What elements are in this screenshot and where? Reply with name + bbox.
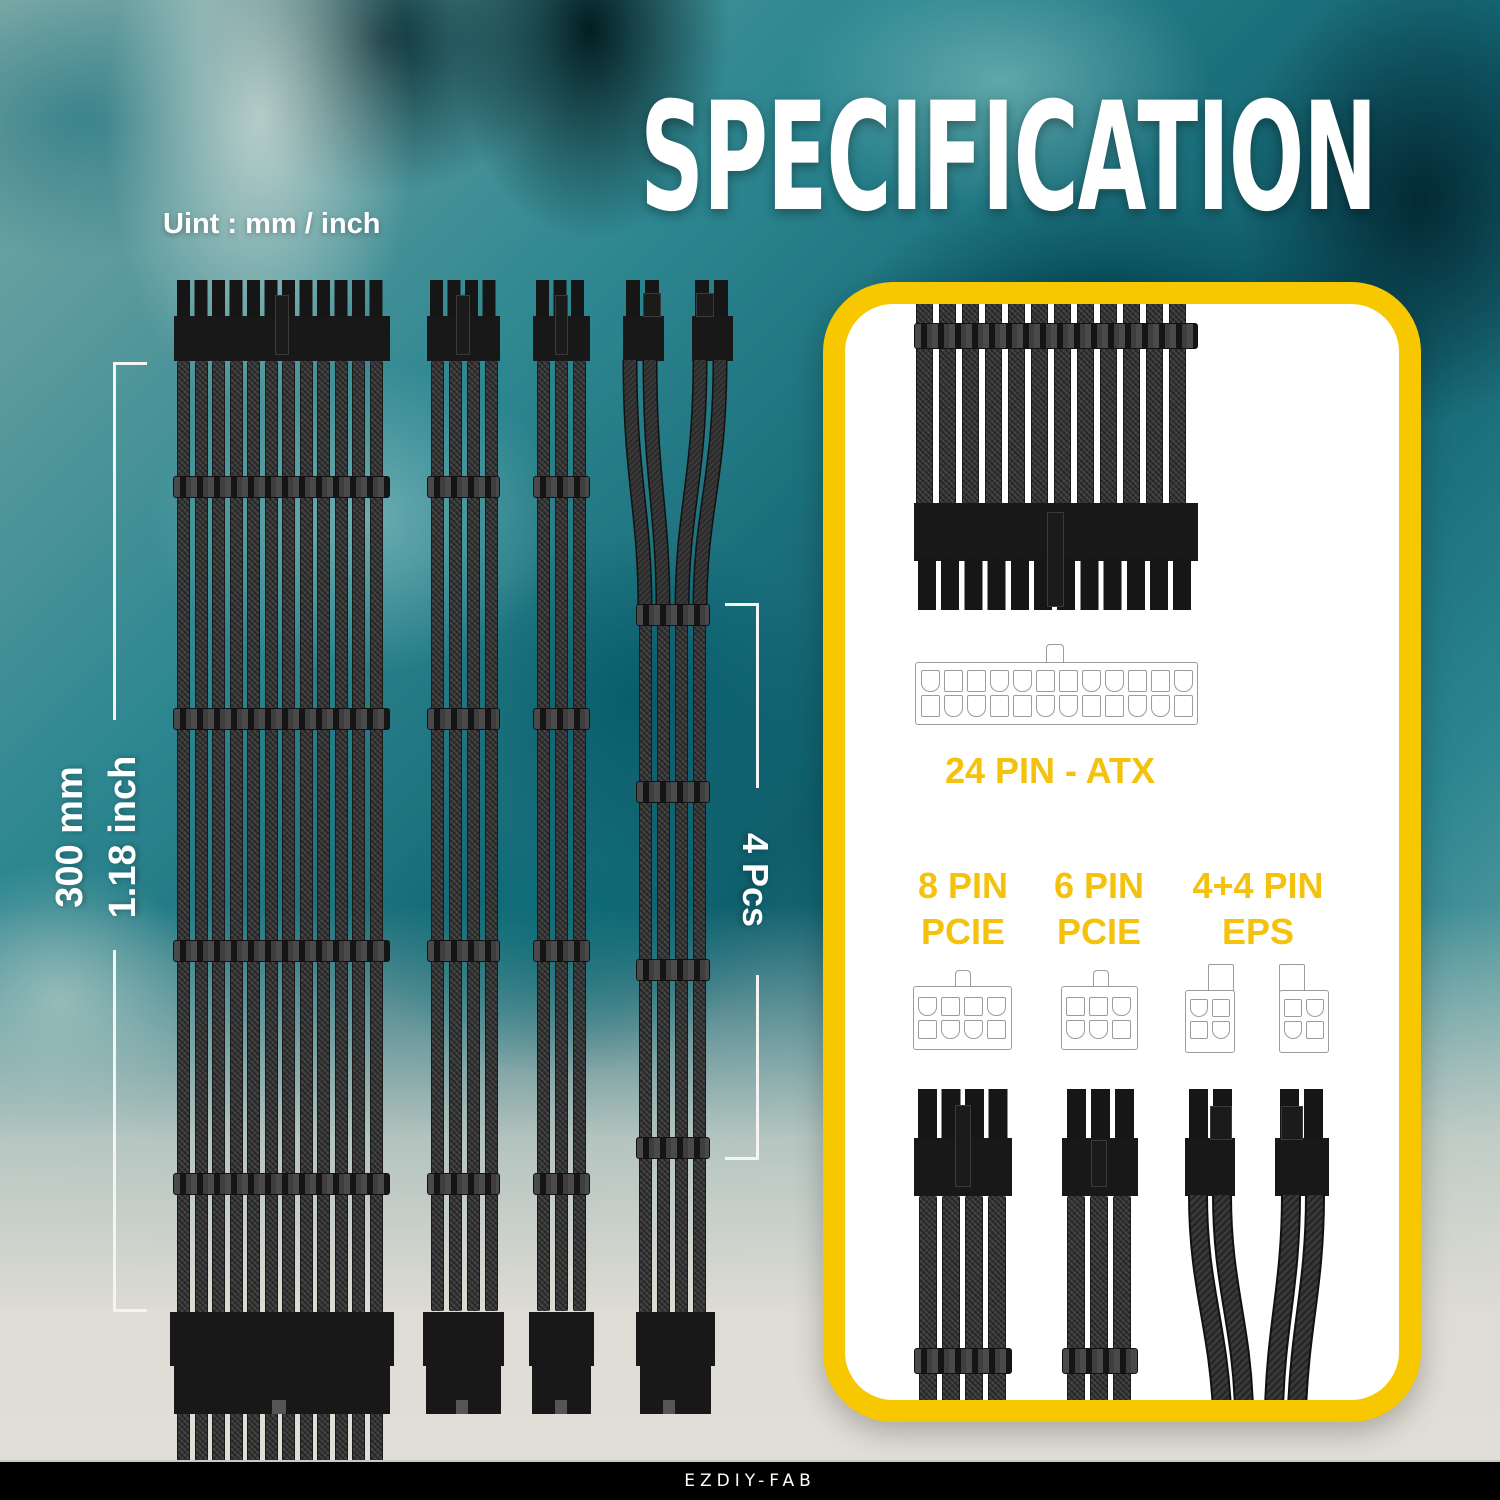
atx-24pin-label: 24 PIN - ATX	[944, 750, 1156, 791]
pcie-6pin-label-line1: 6 PIN	[1053, 865, 1145, 906]
connector-spec-panel: 24 PIN - ATX 8 PIN PCIE 6 PIN PCIE 4+4 P…	[823, 282, 1421, 1422]
unit-label: Uint : mm / inch	[163, 208, 381, 240]
brand-logo-text: EZDIY-FAB	[684, 1471, 816, 1491]
count-text: 4 Pcs	[735, 832, 776, 928]
length-inch-text: 1.18 inch	[102, 755, 144, 919]
eps-closeup-wires	[1188, 1195, 1325, 1400]
eps-4plus4-label-line2: EPS	[1221, 911, 1295, 952]
eps-4plus4-label-line1: 4+4 PIN	[1192, 865, 1324, 906]
footer-bar: EZDIY-FAB	[0, 1460, 1500, 1500]
eps-split-wires	[622, 360, 728, 610]
page-title: SPECIFICATION	[640, 71, 1378, 245]
pcie-6pin-label-line2: PCIE	[1056, 911, 1142, 952]
pcie-8pin-label-line2: PCIE	[920, 911, 1006, 952]
length-mm-text: 300 mm	[49, 766, 91, 908]
pcie-8pin-label-line1: 8 PIN	[917, 865, 1009, 906]
